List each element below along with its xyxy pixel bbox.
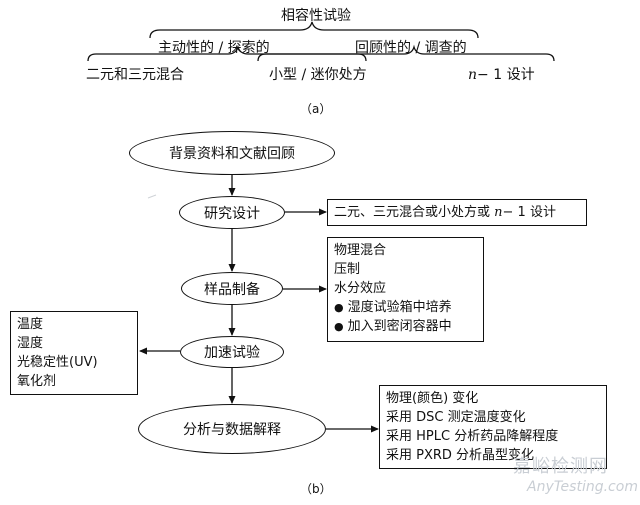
binary-ternary-label: 二元和三元混合: [86, 67, 184, 83]
watermark-cn: 嘉峪检测网: [513, 456, 608, 477]
prep-item: 水分效应: [334, 281, 387, 296]
node-design: 研究设计: [179, 196, 285, 229]
accel-item: 光稳定性(UV): [17, 355, 98, 370]
sample-prep-box: 物理混合 压制 水分效应 湿度试验箱中培养 加入到密闭容器中: [327, 237, 484, 342]
proactive-label: 主动性的 / 探索的: [158, 40, 270, 56]
prep-bullet-item: 加入到密闭容器中: [334, 317, 477, 336]
caption-b: （b）: [300, 482, 332, 496]
brace-top: [149, 21, 479, 39]
prep-item: 压制: [334, 262, 361, 277]
retrospective-label: 回顾性的 / 调查的: [355, 40, 467, 56]
accel-item: 湿度: [17, 336, 44, 351]
compatibility-test-title: 相容性试验: [281, 8, 351, 24]
prep-bullet-item: 湿度试验箱中培养: [334, 298, 477, 317]
analysis-box: 物理(颜色) 变化 采用 DSC 测定温度变化 采用 HPLC 分析药品降解程度…: [379, 385, 607, 469]
mini-formulation-label: 小型 / 迷你处方: [269, 67, 367, 83]
node-accelerated-test: 加速试验: [180, 336, 284, 368]
analysis-item: 采用 HPLC 分析药品降解程度: [386, 429, 559, 444]
accel-item: 温度: [17, 317, 44, 332]
analysis-item: 采用 DSC 测定温度变化: [386, 410, 526, 425]
accel-item: 氧化剂: [17, 374, 57, 389]
watermark-en: AnyTesting.com: [527, 479, 638, 495]
prep-item: 物理混合: [334, 243, 387, 258]
brace-mid-right: [257, 44, 555, 62]
n-minus-1-label: n− 1 设计: [468, 67, 535, 83]
node-analysis: 分析与数据解释: [138, 404, 326, 454]
node-background: 背景资料和文献回顾: [129, 131, 335, 175]
caption-a: （a）: [300, 102, 332, 116]
design-box-text: 二元、三元混合或小处方或 n− 1 设计: [334, 205, 556, 220]
analysis-item: 物理(颜色) 变化: [386, 391, 479, 406]
accelerated-conditions-box: 温度 湿度 光稳定性(UV) 氧化剂: [10, 311, 138, 395]
analysis-item: 采用 PXRD 分析晶型变化: [386, 448, 535, 463]
design-box: 二元、三元混合或小处方或 n− 1 设计: [327, 199, 587, 226]
node-sample-prep: 样品制备: [181, 272, 283, 305]
